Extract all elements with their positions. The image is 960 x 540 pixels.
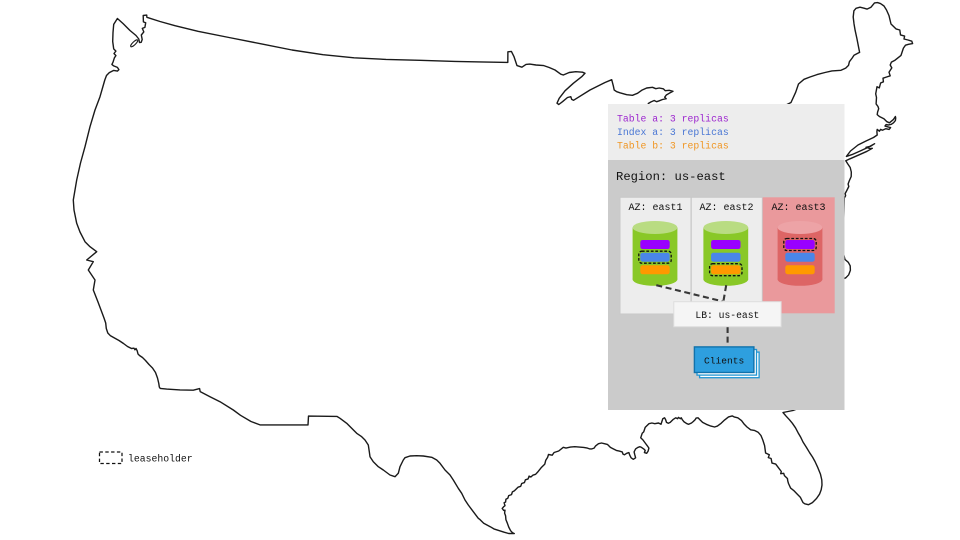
- svg-text:AZ: east3: AZ: east3: [771, 203, 825, 214]
- svg-text:Clients: Clients: [704, 355, 744, 366]
- svg-text:LB: us-east: LB: us-east: [695, 310, 759, 321]
- svg-text:Region: us-east: Region: us-east: [616, 170, 726, 184]
- svg-text:Table a: 3 replicas: Table a: 3 replicas: [617, 114, 729, 125]
- svg-text:leaseholder: leaseholder: [128, 454, 193, 465]
- svg-text:AZ: east2: AZ: east2: [699, 203, 753, 214]
- svg-text:Table b: 3 replicas: Table b: 3 replicas: [617, 141, 729, 152]
- svg-text:Index a: 3 replicas: Index a: 3 replicas: [617, 127, 729, 138]
- svg-text:AZ: east1: AZ: east1: [628, 203, 682, 214]
